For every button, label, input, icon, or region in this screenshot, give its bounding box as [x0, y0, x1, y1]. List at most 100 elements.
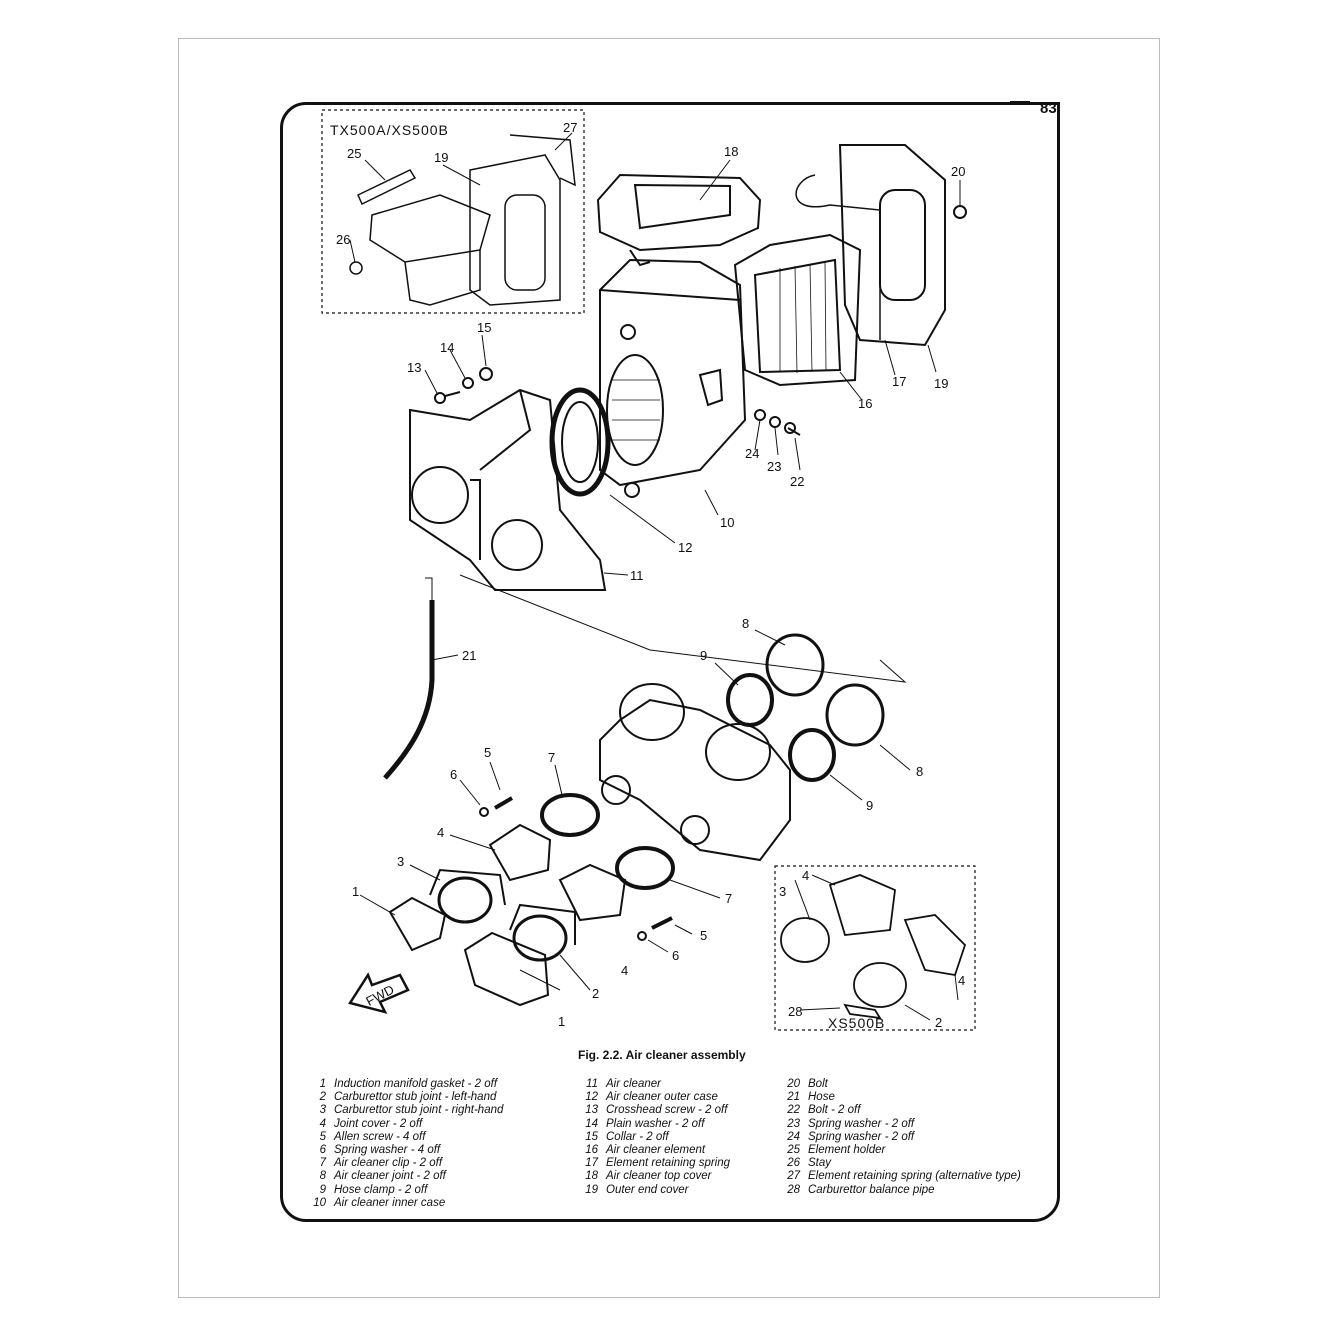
- legend-item-text: Spring washer - 2 off: [808, 1130, 915, 1143]
- inset-top-sketch: [349, 134, 576, 306]
- legend-item-text: Plain washer - 2 off: [606, 1117, 705, 1130]
- legend-item: 27 Element retaining spring (alternative …: [772, 1170, 1021, 1183]
- callout-5: 5: [700, 928, 707, 943]
- legend-item-text: Element retaining spring (alternative ty…: [808, 1170, 1021, 1183]
- legend-item-number: 15: [585, 1130, 598, 1143]
- legend-item-number: 18: [585, 1170, 598, 1183]
- inset-bottom-title: XS500B: [828, 1015, 885, 1031]
- gasket-1a: [388, 896, 447, 952]
- legend-item-text: Carburettor stub joint - left-hand: [334, 1091, 497, 1104]
- legend-item-text: Air cleaner clip - 2 off: [334, 1157, 443, 1170]
- callout-8: 8: [916, 764, 923, 779]
- legend-item: 2 Carburettor stub joint - left-hand: [298, 1091, 503, 1104]
- legend-item-number: 16: [585, 1144, 598, 1157]
- callout-15: 15: [477, 320, 491, 335]
- callout-9: 9: [700, 648, 707, 663]
- legend-item-text: Carburettor balance pipe: [808, 1183, 935, 1196]
- diagram-frame: [280, 102, 1060, 1222]
- joint-cover-4a: [488, 823, 552, 882]
- legend-item-number: 17: [585, 1157, 598, 1170]
- callout-8: 8: [742, 616, 749, 631]
- legend-item-number: 14: [585, 1117, 598, 1130]
- legend-item-text: Carburettor stub joint - right-hand: [334, 1104, 504, 1117]
- legend-item: 18 Air cleaner top cover: [570, 1170, 730, 1183]
- carburettor-block: [599, 683, 791, 862]
- callout-9: 9: [866, 798, 873, 813]
- callout-4: 4: [958, 973, 965, 988]
- legend-item-text: Joint cover - 2 off: [334, 1117, 423, 1130]
- legend-item-text: Air cleaner top cover: [606, 1170, 712, 1183]
- inner-case-11: [409, 388, 607, 591]
- legend-item-number: 23: [787, 1117, 800, 1130]
- legend-item-number: 22: [787, 1104, 800, 1117]
- legend-item-text: Air cleaner: [606, 1078, 661, 1090]
- legend-item: 6 Spring washer - 4 off: [298, 1144, 503, 1157]
- callouts: 1 1 2 2 3 3 4 4 4 4 5 5 6 6 7 7 8 8 9 9 …: [336, 120, 965, 1030]
- header-rule: [1010, 101, 1030, 104]
- callout-6: 6: [450, 767, 457, 782]
- legend-item: 17 Element retaining spring: [570, 1157, 730, 1170]
- legend-item-text: Spring washer - 4 off: [334, 1144, 441, 1157]
- callout-12: 12: [678, 540, 692, 555]
- callout-17: 17: [892, 374, 906, 389]
- fwd-arrow: [348, 972, 410, 1014]
- gasket-12: [549, 387, 611, 497]
- page-number: 83: [1040, 100, 1057, 117]
- legend-item-number: 26: [787, 1157, 800, 1170]
- figure-caption: Fig. 2.2. Air cleaner assembly: [578, 1048, 746, 1062]
- legend-item: 5 Allen screw - 4 off: [298, 1131, 503, 1144]
- callout-11: 11: [630, 568, 644, 583]
- legend-item-number: 28: [787, 1183, 800, 1196]
- legend-item-text: Hose: [808, 1091, 835, 1104]
- inset-box-top: [321, 109, 585, 314]
- joint-8a: [765, 633, 825, 697]
- callout-2: 2: [935, 1015, 942, 1030]
- callout-20: 20: [951, 164, 965, 179]
- callout-21: 21: [462, 648, 476, 663]
- legend-item-number: 27: [787, 1170, 800, 1183]
- callout-28: 28: [788, 1004, 802, 1019]
- hose-clamp-9b: [788, 728, 836, 782]
- inset-top-title: TX500A/XS500B: [330, 122, 449, 138]
- callout-26: 26: [336, 232, 350, 247]
- hose-clamp-9a: [726, 673, 774, 727]
- inset-bottom-sketch: [780, 874, 967, 1020]
- legend-item: 14 Plain washer - 2 off: [570, 1118, 730, 1131]
- gasket-12-inner: [561, 401, 599, 483]
- legend-item-number: 2: [319, 1091, 326, 1104]
- callout-22: 22: [790, 474, 804, 489]
- element-16: [733, 233, 862, 387]
- callout-1: 1: [558, 1014, 565, 1029]
- callout-10: 10: [720, 515, 734, 530]
- legend-item-number: 6: [319, 1144, 326, 1157]
- legend-item-text: Element retaining spring: [606, 1157, 731, 1170]
- callout-7: 7: [725, 891, 732, 906]
- stub-joints: [429, 868, 576, 962]
- legend-item-number: 5: [319, 1130, 326, 1143]
- legend-item-number: 21: [787, 1091, 800, 1104]
- legend-item-text: Air cleaner joint - 2 off: [334, 1170, 446, 1183]
- callout-19: 19: [934, 376, 948, 391]
- callout-14: 14: [440, 340, 454, 355]
- callout-4: 4: [802, 868, 809, 883]
- legend-item-number: 9: [319, 1183, 326, 1196]
- callout-5: 5: [484, 745, 491, 760]
- legend-item-text: Allen screw - 4 off: [334, 1130, 426, 1143]
- hose-21: [383, 600, 435, 780]
- legend-item-text: Collar - 2 off: [606, 1130, 669, 1143]
- callout-25: 25: [347, 146, 361, 161]
- callout-18: 18: [724, 144, 738, 159]
- legend-item-text: Air cleaner outer case: [606, 1091, 718, 1104]
